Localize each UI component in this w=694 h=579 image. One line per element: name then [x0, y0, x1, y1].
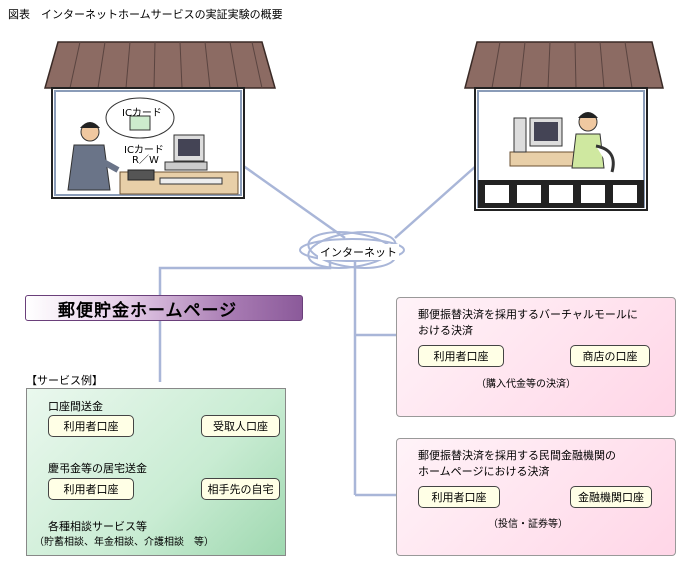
virtual-mall-title-line2: おける決済 — [418, 324, 473, 337]
private-bank-from-box: 利用者口座 — [418, 486, 500, 508]
reader-label-line1: ICカード — [124, 145, 164, 156]
services-title: 【サービス例】 — [26, 374, 103, 387]
internet-label: インターネット — [318, 244, 399, 260]
transfer-from-box: 利用者口座 — [48, 415, 134, 437]
virtual-mall-from-box: 利用者口座 — [418, 345, 504, 367]
homepage-banner: 郵便貯金ホームページ — [25, 295, 303, 321]
right-house-icon — [464, 41, 664, 211]
private-bank-to-box: 金融機関口座 — [570, 486, 652, 508]
transfer-label: 口座間送金 — [48, 400, 103, 413]
consult-detail: （貯蓄相談、年金相談、介護相談 等） — [34, 537, 214, 548]
private-bank-title-line1: 郵便振替決済を採用する民間金融機関の — [418, 449, 616, 462]
line-right-house — [394, 157, 486, 239]
home-delivery-label: 慶弔金等の居宅送金 — [48, 462, 147, 475]
home-delivery-from-box: 利用者口座 — [48, 478, 134, 500]
consult-label: 各種相談サービス等 — [48, 520, 147, 533]
transfer-to-box: 受取人口座 — [201, 415, 280, 437]
virtual-mall-to-box: 商店の口座 — [570, 345, 650, 367]
reader-label-line2: R／W — [132, 155, 159, 166]
private-bank-note: （投信・証券等） — [488, 519, 568, 530]
virtual-mall-title-line1: 郵便振替決済を採用するバーチャルモールに — [418, 308, 638, 321]
ic-card-label: ICカード — [122, 108, 162, 119]
line-left-house — [234, 158, 346, 240]
left-house-icon — [44, 41, 276, 199]
private-bank-title-line2: ホームページにおける決済 — [418, 465, 550, 478]
figure-caption: 図表 インターネットホームサービスの実証実験の概要 — [8, 8, 283, 21]
virtual-mall-note: （購入代金等の決済） — [476, 379, 576, 390]
home-delivery-to-box: 相手先の自宅 — [201, 478, 280, 500]
